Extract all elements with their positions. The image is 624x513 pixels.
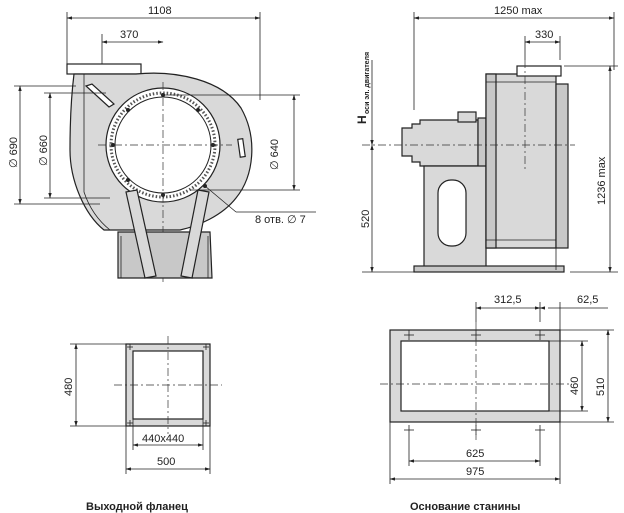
side-dim-520: 520 bbox=[360, 210, 372, 228]
side-terminal-box bbox=[457, 111, 477, 123]
front-leg-right bbox=[180, 189, 210, 279]
front-view: 1108 370 ∅ 690 ∅ 660 ∅ 640 8 отв. ∅ 7 bbox=[8, 5, 316, 285]
front-bolt-holes bbox=[111, 93, 215, 197]
side-motor-flange bbox=[477, 117, 487, 169]
base-dim-625: 625 bbox=[466, 448, 484, 460]
side-dim-1236: 1236 max bbox=[596, 156, 608, 205]
base-dim-312-5: 312,5 bbox=[494, 294, 522, 306]
front-dim-660: ∅ 660 bbox=[38, 135, 50, 166]
front-dim-370: 370 bbox=[120, 29, 138, 41]
base-caption: Основание станины bbox=[410, 501, 520, 513]
front-dim-640: ∅ 640 bbox=[269, 139, 281, 170]
side-motor-body bbox=[401, 119, 479, 167]
side-base-plate bbox=[413, 265, 565, 273]
flange-dim-500: 500 bbox=[157, 456, 175, 468]
outlet-flange-view: 480 440x440 500 Выходной фланец bbox=[63, 336, 222, 513]
base-dim-510: 510 bbox=[595, 378, 607, 396]
side-view: 1250 max 330 1236 max 520 H оси эл. двиг… bbox=[355, 5, 618, 273]
base-dim-460: 460 bbox=[569, 377, 581, 395]
flange-dim-440x440: 440x440 bbox=[142, 433, 184, 445]
front-inlet-vane bbox=[84, 83, 116, 108]
side-axis-subscript: оси эл. двигателя bbox=[364, 52, 371, 114]
front-leg-left bbox=[125, 189, 157, 279]
front-dim-690: ∅ 690 bbox=[8, 137, 20, 168]
front-holes-note: 8 отв. ∅ 7 bbox=[255, 214, 306, 226]
side-dim-330: 330 bbox=[535, 29, 553, 41]
side-outlet-flange bbox=[516, 65, 562, 77]
base-inner bbox=[400, 340, 550, 412]
base-dim-975: 975 bbox=[466, 466, 484, 478]
front-side-tab bbox=[237, 137, 246, 158]
flange-caption: Выходной фланец bbox=[86, 501, 188, 513]
side-volute-front bbox=[485, 73, 497, 249]
base-dim-62-5: 62,5 bbox=[577, 294, 598, 306]
side-rear-flange bbox=[555, 83, 569, 249]
front-housing-edge bbox=[83, 74, 111, 231]
flange-dim-480: 480 bbox=[63, 378, 75, 396]
side-pedestal-window bbox=[437, 179, 467, 247]
side-axis-symbol: H bbox=[355, 115, 369, 124]
side-dim-1250: 1250 max bbox=[494, 5, 543, 17]
flange-corner-marks bbox=[127, 344, 209, 426]
frame-base-view: 312,5 62,5 460 510 625 975 Основание ста… bbox=[380, 294, 614, 513]
front-dim-1108: 1108 bbox=[148, 5, 172, 17]
front-outlet-flange bbox=[66, 63, 142, 75]
